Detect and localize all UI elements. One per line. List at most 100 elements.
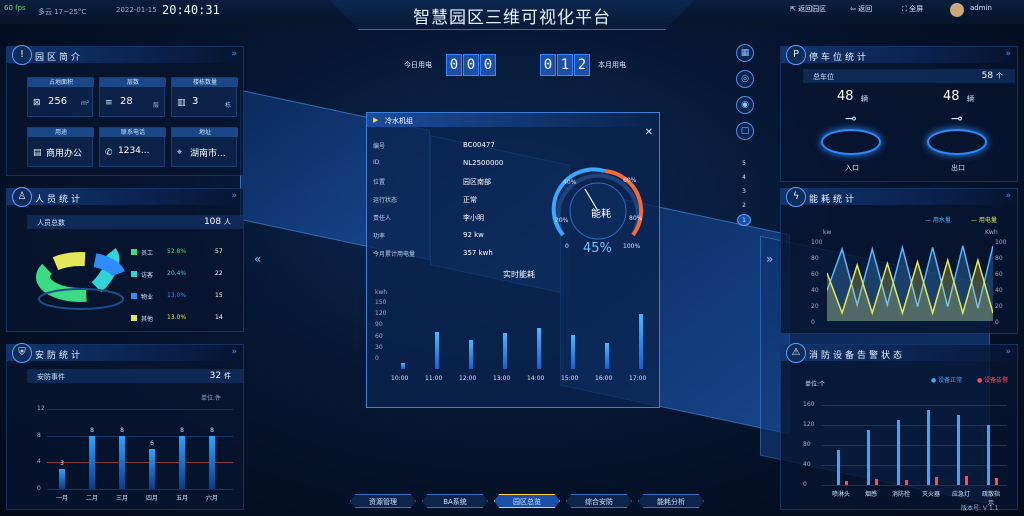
floor-button[interactable]: 1: [737, 214, 751, 226]
gauge-value: 45%: [583, 241, 612, 256]
gate-icon: ⊸: [845, 111, 857, 127]
x-tick: 11:00: [425, 375, 443, 382]
layers-icon[interactable]: ▦: [736, 44, 754, 62]
chevron-right-icon: »: [1005, 49, 1011, 59]
close-icon[interactable]: ✕: [644, 127, 653, 138]
y-tick: 0: [811, 319, 815, 326]
bottom-nav-item[interactable]: BA系统: [422, 494, 488, 508]
grid-line: [821, 425, 1007, 426]
legend-name: 访客: [141, 272, 154, 279]
popup-value: 92 kw: [463, 231, 484, 239]
popup-value: 357 kwh: [463, 249, 493, 257]
popup-value: 李小明: [463, 214, 484, 222]
target-icon[interactable]: ◎: [736, 70, 754, 88]
panel-title: 消防设备告警状态: [809, 351, 906, 361]
y-tick: 80: [803, 441, 811, 448]
exit-gate-icon: [927, 129, 987, 155]
y-tick: 60: [811, 271, 819, 278]
legend-name: 其他: [141, 316, 154, 323]
return-button[interactable]: ⇦ 返回: [850, 5, 873, 13]
parking-total-value: 58 个: [981, 71, 1003, 81]
bar-mark: [149, 449, 155, 489]
info-label: 用途: [28, 128, 94, 137]
arrow-left-icon[interactable]: «: [254, 252, 262, 266]
info-label: 层数: [100, 78, 166, 87]
username[interactable]: admin: [970, 4, 992, 12]
back-park-button[interactable]: ⇱ 返回园区: [790, 5, 827, 13]
bottom-nav-item[interactable]: 综合安防: [566, 494, 632, 508]
y-tick: 90: [375, 321, 383, 329]
y-tick: 0: [37, 485, 41, 492]
gauge-tick: 40%: [563, 179, 577, 186]
bar-value-label: 8: [120, 426, 124, 434]
info-label: 联系电话: [100, 128, 166, 137]
legend-power: — 用电量: [971, 217, 997, 224]
lightning-icon: ϟ: [786, 187, 806, 207]
exit-label: 出口: [951, 164, 965, 172]
info-box: 联系电话✆1234...: [99, 127, 166, 167]
x-tick: 应急灯: [951, 491, 970, 498]
floor-button[interactable]: 2: [742, 202, 746, 209]
info-value: 湖南市...: [190, 149, 226, 159]
arrow-right-icon[interactable]: »: [766, 252, 774, 266]
popup-value: NL2500000: [463, 159, 504, 167]
info-box: 用途▤商用办公: [27, 127, 94, 167]
shield-icon: ⛨: [12, 343, 32, 363]
bar-value-label: 8: [210, 426, 214, 434]
exit-count: 48: [943, 89, 960, 104]
location-icon: ⌖: [177, 148, 183, 158]
legend-swatch: [131, 271, 137, 277]
floor-button[interactable]: 5: [742, 160, 746, 167]
legend-swatch: [131, 249, 137, 255]
x-tick: 12:00: [459, 375, 477, 382]
alert-icon: !: [12, 45, 32, 65]
legend-normal: ● 设备正常: [931, 377, 963, 384]
x-tick: 喷淋头: [831, 491, 850, 498]
popup-key: 功率: [373, 233, 386, 240]
bar-mark: [119, 435, 125, 489]
entrance-gate-icon: [821, 129, 881, 155]
bottom-nav-item[interactable]: 资源管理: [350, 494, 416, 508]
entrance-label: 入口: [845, 164, 859, 172]
staff-total-value: 108 人: [203, 217, 231, 227]
avatar[interactable]: [950, 3, 964, 17]
legend-count: 57: [215, 248, 223, 255]
frame-icon[interactable]: ▢: [736, 122, 754, 140]
bar-mark: [89, 435, 95, 489]
bottom-nav-item[interactable]: 能耗分析: [638, 494, 704, 508]
y-tick: 20: [811, 303, 819, 310]
bar-mark: [935, 477, 938, 485]
floor-button[interactable]: 3: [742, 188, 746, 195]
x-tick: 消防栓: [891, 491, 910, 498]
legend-water: — 用水量: [925, 217, 951, 224]
y-tick: 120: [803, 421, 815, 428]
floor-button[interactable]: 4: [742, 174, 746, 181]
info-label: 楼栋数量: [172, 78, 238, 87]
grid-line: [47, 489, 233, 490]
x-tick: 灭火器: [921, 491, 940, 498]
y-tick: 4: [37, 458, 41, 466]
popup-key: 运行状态: [373, 197, 398, 204]
bar-mark: [571, 335, 575, 369]
bar-mark: [469, 340, 473, 369]
parking-panel: 停车位统计» P 总车位 58 个 48 辆 48 辆 ⊸ ⊸ 入口 出口: [780, 45, 1018, 182]
y-tick: 160: [803, 401, 815, 408]
month-digit: 2: [574, 54, 590, 76]
x-tick: 二月: [85, 495, 98, 502]
y-tick-right: 0: [995, 319, 999, 326]
staff-total-label: 人员总数: [37, 219, 65, 227]
y-tick: 60: [375, 332, 383, 340]
realtime-chart-title: 实时能耗: [503, 270, 535, 279]
gauge-tick: 0: [565, 243, 569, 250]
legend-name: 物业: [141, 294, 154, 301]
security-unit-label: 单位:件: [201, 395, 222, 402]
bottom-nav-item[interactable]: 园区总览: [494, 494, 560, 508]
fullscreen-button[interactable]: ⛶ 全屏: [902, 5, 924, 13]
legend-pct: 20.4%: [167, 270, 187, 277]
legend-pct: 13.0%: [167, 292, 187, 299]
locate-icon[interactable]: ◉: [736, 96, 754, 114]
